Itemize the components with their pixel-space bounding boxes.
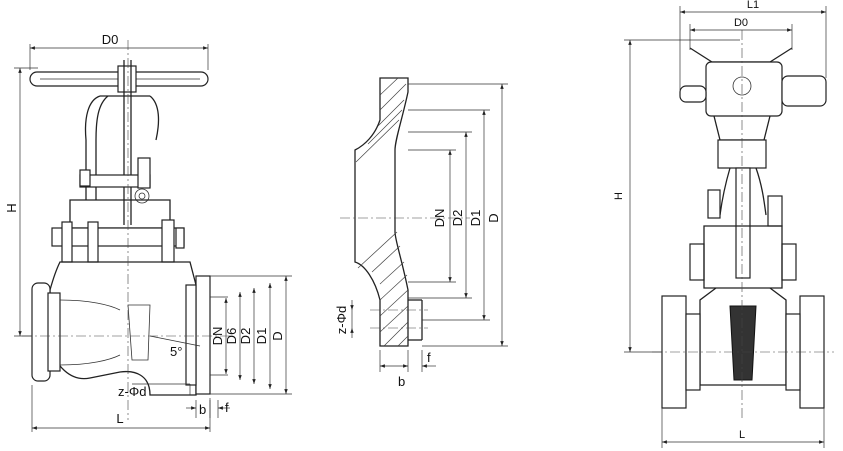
side-d0-label: D0 bbox=[102, 32, 119, 47]
electric-d0-label: D0 bbox=[734, 17, 748, 29]
flange-section-detail bbox=[340, 77, 470, 347]
side-view-dimensions bbox=[14, 44, 292, 432]
side-l-label: L bbox=[116, 411, 123, 426]
side-b-label: b bbox=[199, 402, 206, 417]
side-d2-label: D2 bbox=[238, 328, 253, 345]
side-angle-label: 5° bbox=[170, 344, 182, 359]
side-bolt-holes-label: z-Φd bbox=[118, 384, 146, 399]
electric-view-labels: L1 D0 H L bbox=[613, 0, 759, 441]
flange-hatching bbox=[355, 77, 409, 347]
flange-d-label: D bbox=[486, 213, 501, 222]
side-h-label: H bbox=[4, 203, 19, 212]
flange-d1-label: D1 bbox=[468, 210, 483, 227]
side-view-labels: D0 H DN D6 D2 D1 D 5° z-Φd b f L bbox=[4, 32, 285, 426]
flange-f-label: f bbox=[427, 350, 431, 365]
flange-dn-label: DN bbox=[432, 209, 447, 228]
side-dn-label: DN bbox=[210, 327, 225, 346]
flange-detail-labels: DN D2 D1 D z-Φd b f bbox=[334, 209, 501, 389]
side-d6-label: D6 bbox=[224, 328, 239, 345]
side-f-label: f bbox=[225, 400, 229, 415]
electric-view-dimensions bbox=[624, 6, 827, 448]
electric-h-label: H bbox=[613, 192, 625, 200]
flange-d2-label: D2 bbox=[450, 210, 465, 227]
gate-valve-side-view bbox=[22, 40, 232, 420]
side-d1-label: D1 bbox=[254, 328, 269, 345]
side-d-label: D bbox=[270, 331, 285, 340]
flange-bolt-holes-label: z-Φd bbox=[334, 306, 349, 334]
flange-detail-dimensions bbox=[350, 83, 508, 372]
electric-l1-label: L1 bbox=[747, 0, 759, 11]
flange-b-label: b bbox=[398, 374, 405, 389]
electric-gate-valve-view bbox=[652, 30, 834, 420]
electric-l-label: L bbox=[739, 429, 745, 441]
